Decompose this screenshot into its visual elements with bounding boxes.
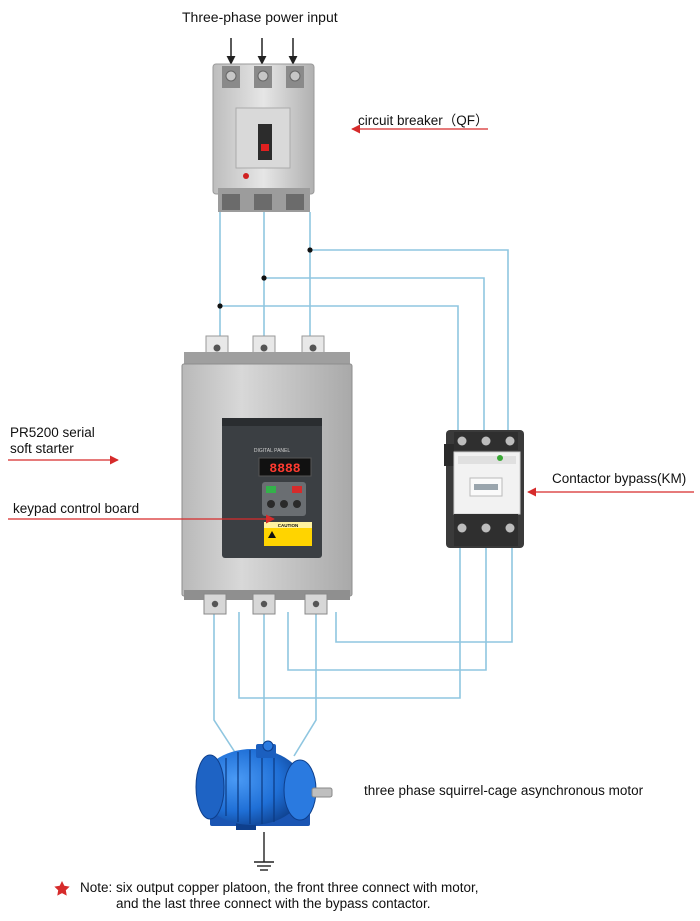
wire-bypass-1 <box>238 546 461 699</box>
power-input-label: Three-phase power input <box>182 9 338 25</box>
motor-shaft <box>311 787 333 798</box>
wire-branch-l2 <box>264 277 485 434</box>
keypad-header: DIGITAL PANEL <box>254 448 291 454</box>
wire-bypass-2 <box>287 546 487 671</box>
keypad-label: keypad control board <box>13 501 140 516</box>
note-line2: and the last three connect with the bypa… <box>116 896 431 911</box>
starter-label-line1: PR5200 serial <box>10 425 95 440</box>
breaker-label: circuit breaker（QF） <box>358 113 489 128</box>
motor-label: three phase squirrel-cage asynchronous m… <box>364 783 644 798</box>
keypad-run-button <box>266 486 276 493</box>
keypad-panel: DIGITAL PANEL 8888 CAUTION <box>222 418 322 558</box>
contactor <box>444 430 524 548</box>
junction-dot <box>261 275 267 281</box>
soft-starter: DIGITAL PANEL 8888 CAUTION <box>181 335 353 615</box>
caution-text: CAUTION <box>278 523 299 528</box>
note-star-icon <box>54 881 70 896</box>
circuit-breaker <box>212 63 315 212</box>
wire-output-w <box>293 612 317 757</box>
breaker-toggle <box>258 124 272 160</box>
keypad-down-button <box>293 500 301 508</box>
motor <box>195 740 333 830</box>
wire-bypass-3 <box>335 546 513 643</box>
keypad-up-button <box>267 500 275 508</box>
wire-output-u <box>213 612 241 761</box>
contactor-label: Contactor bypass(KM) <box>552 471 687 486</box>
wire-branch-l1 <box>220 305 459 434</box>
junction-dot <box>307 247 313 253</box>
keypad-stop-button <box>292 486 302 493</box>
keypad-mode-button <box>280 500 288 508</box>
wires <box>213 212 513 761</box>
note-line1: Note: six output copper platoon, the fro… <box>80 880 479 895</box>
annotation-arrows <box>8 124 694 524</box>
ground-symbol <box>254 832 274 871</box>
junction-dots <box>217 247 313 309</box>
starter-label-line2: soft starter <box>10 441 74 456</box>
junction-dot <box>217 303 223 309</box>
input-arrows <box>226 38 298 65</box>
keypad-display: 8888 <box>269 461 300 476</box>
wire-branch-l3 <box>310 249 509 434</box>
